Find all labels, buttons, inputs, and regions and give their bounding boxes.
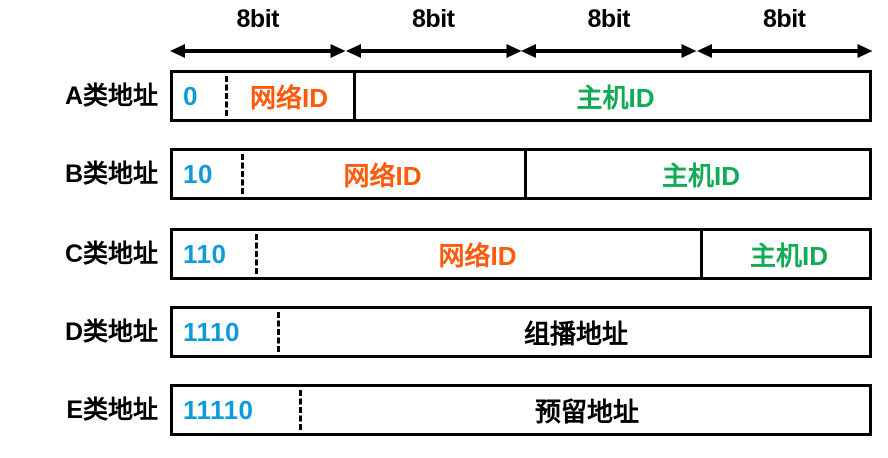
field-label: 主机ID [749, 240, 828, 271]
field-label: 网络ID [438, 240, 517, 271]
address-row-e: 预留地址 11110 [170, 384, 872, 436]
address-row-c: 网络ID 主机ID 110 [170, 228, 872, 280]
field-cell: 网络ID [173, 73, 353, 119]
field-cell: 网络ID [173, 231, 700, 277]
field-cell: 主机ID [353, 73, 875, 119]
double-arrow-icon [345, 42, 521, 60]
address-row-d: 组播地址 1110 [170, 306, 872, 358]
bit-width-segment-2: 8bit [345, 4, 521, 66]
prefix-bits: 11110 [183, 394, 254, 425]
bit-width-segment-1: 8bit [170, 4, 346, 66]
row-label-c: C类地址 [64, 240, 158, 268]
prefix-bits: 10 [183, 158, 213, 189]
double-arrow-icon [696, 42, 872, 60]
bit-width-label: 8bit [763, 5, 806, 33]
field-cell: 预留地址 [173, 387, 875, 433]
field-label: 预留地址 [534, 396, 639, 427]
row-cells: 网络ID 主机ID [173, 151, 869, 197]
address-row-a: 网络ID 主机ID 0 [170, 70, 872, 122]
row-label-d: D类地址 [64, 318, 158, 346]
double-arrow-icon [521, 42, 697, 60]
field-label: 主机ID [661, 160, 740, 191]
prefix-bits: 110 [183, 238, 227, 269]
prefix-divider [299, 390, 302, 430]
prefix-divider [255, 234, 258, 274]
row-cells: 网络ID 主机ID [173, 231, 869, 277]
address-row-b: 网络ID 主机ID 10 [170, 148, 872, 200]
bit-width-label: 8bit [236, 5, 280, 33]
bit-width-label: 8bit [412, 5, 455, 33]
prefix-divider [241, 154, 244, 194]
bit-width-label: 8bit [587, 5, 631, 33]
field-label: 主机ID [576, 82, 655, 113]
field-cell: 组播地址 [173, 309, 875, 355]
field-label: 网络ID [249, 82, 328, 113]
field-cell: 主机ID [700, 231, 875, 277]
row-label-a: A类地址 [64, 82, 158, 110]
field-cell: 主机ID [524, 151, 875, 197]
prefix-bits: 1110 [183, 316, 240, 347]
row-label-e: E类地址 [66, 396, 158, 424]
field-cell: 网络ID [173, 151, 524, 197]
double-arrow-icon [170, 42, 346, 60]
row-cells: 组播地址 [173, 309, 869, 355]
prefix-bits: 0 [183, 80, 198, 111]
bit-width-ruler: 8bit 8bit 8bit 8bit [170, 4, 872, 66]
bit-width-segment-3: 8bit [521, 4, 697, 66]
prefix-divider [277, 312, 280, 352]
field-label: 网络ID [343, 160, 422, 191]
bit-width-segment-4: 8bit [696, 4, 872, 66]
prefix-divider [225, 76, 228, 116]
row-cells: 预留地址 [173, 387, 869, 433]
row-cells: 网络ID 主机ID [173, 73, 869, 119]
row-label-b: B类地址 [64, 160, 158, 188]
field-label: 组播地址 [523, 318, 628, 349]
